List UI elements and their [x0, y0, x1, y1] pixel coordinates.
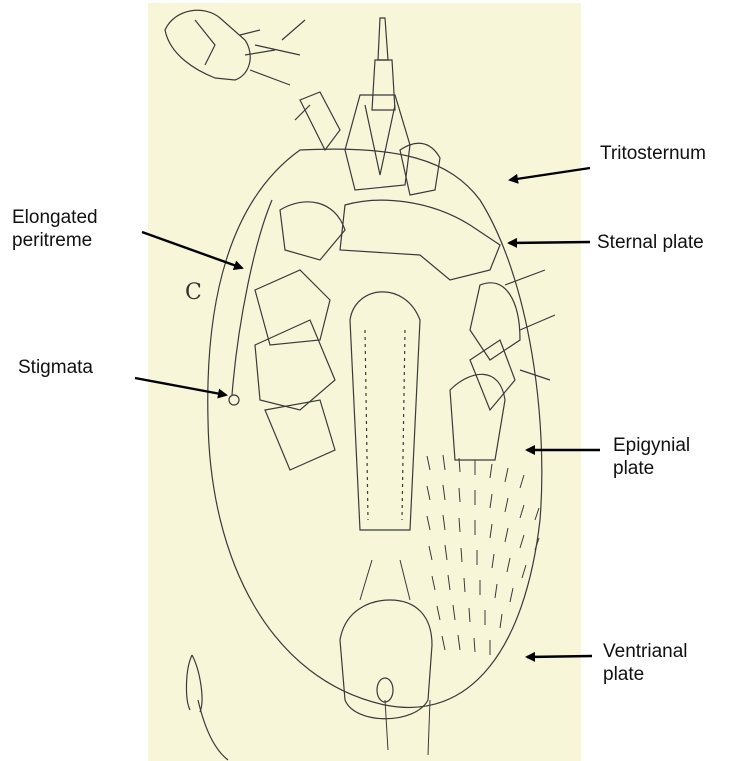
elongated-peritreme-label-line2: peritreme	[12, 229, 98, 252]
elongated-peritreme-label-line1: Elongated	[12, 206, 98, 229]
epigynial-plate-label: Epigynial plate	[613, 434, 690, 480]
ventrianal-plate-label-line1: Ventrianal	[603, 640, 688, 663]
epigynial-plate-label-line1: Epigynial	[613, 434, 690, 457]
stigmata-arrow	[135, 378, 226, 395]
tritosternum-label: Tritosternum	[600, 142, 706, 165]
tritosternum-arrow	[510, 168, 590, 180]
ventrianal-plate-arrow	[527, 656, 592, 657]
sternal-plate-label: Sternal plate	[597, 231, 704, 254]
elongated-peritreme-arrow	[142, 232, 242, 268]
elongated-peritreme-label: Elongated peritreme	[12, 206, 98, 252]
ventrianal-plate-label-line2: plate	[603, 663, 688, 686]
epigynial-plate-label-line2: plate	[613, 457, 690, 480]
sternal-plate-arrow	[509, 242, 590, 243]
ventrianal-plate-label: Ventrianal plate	[603, 640, 688, 686]
stigmata-label: Stigmata	[18, 356, 93, 379]
